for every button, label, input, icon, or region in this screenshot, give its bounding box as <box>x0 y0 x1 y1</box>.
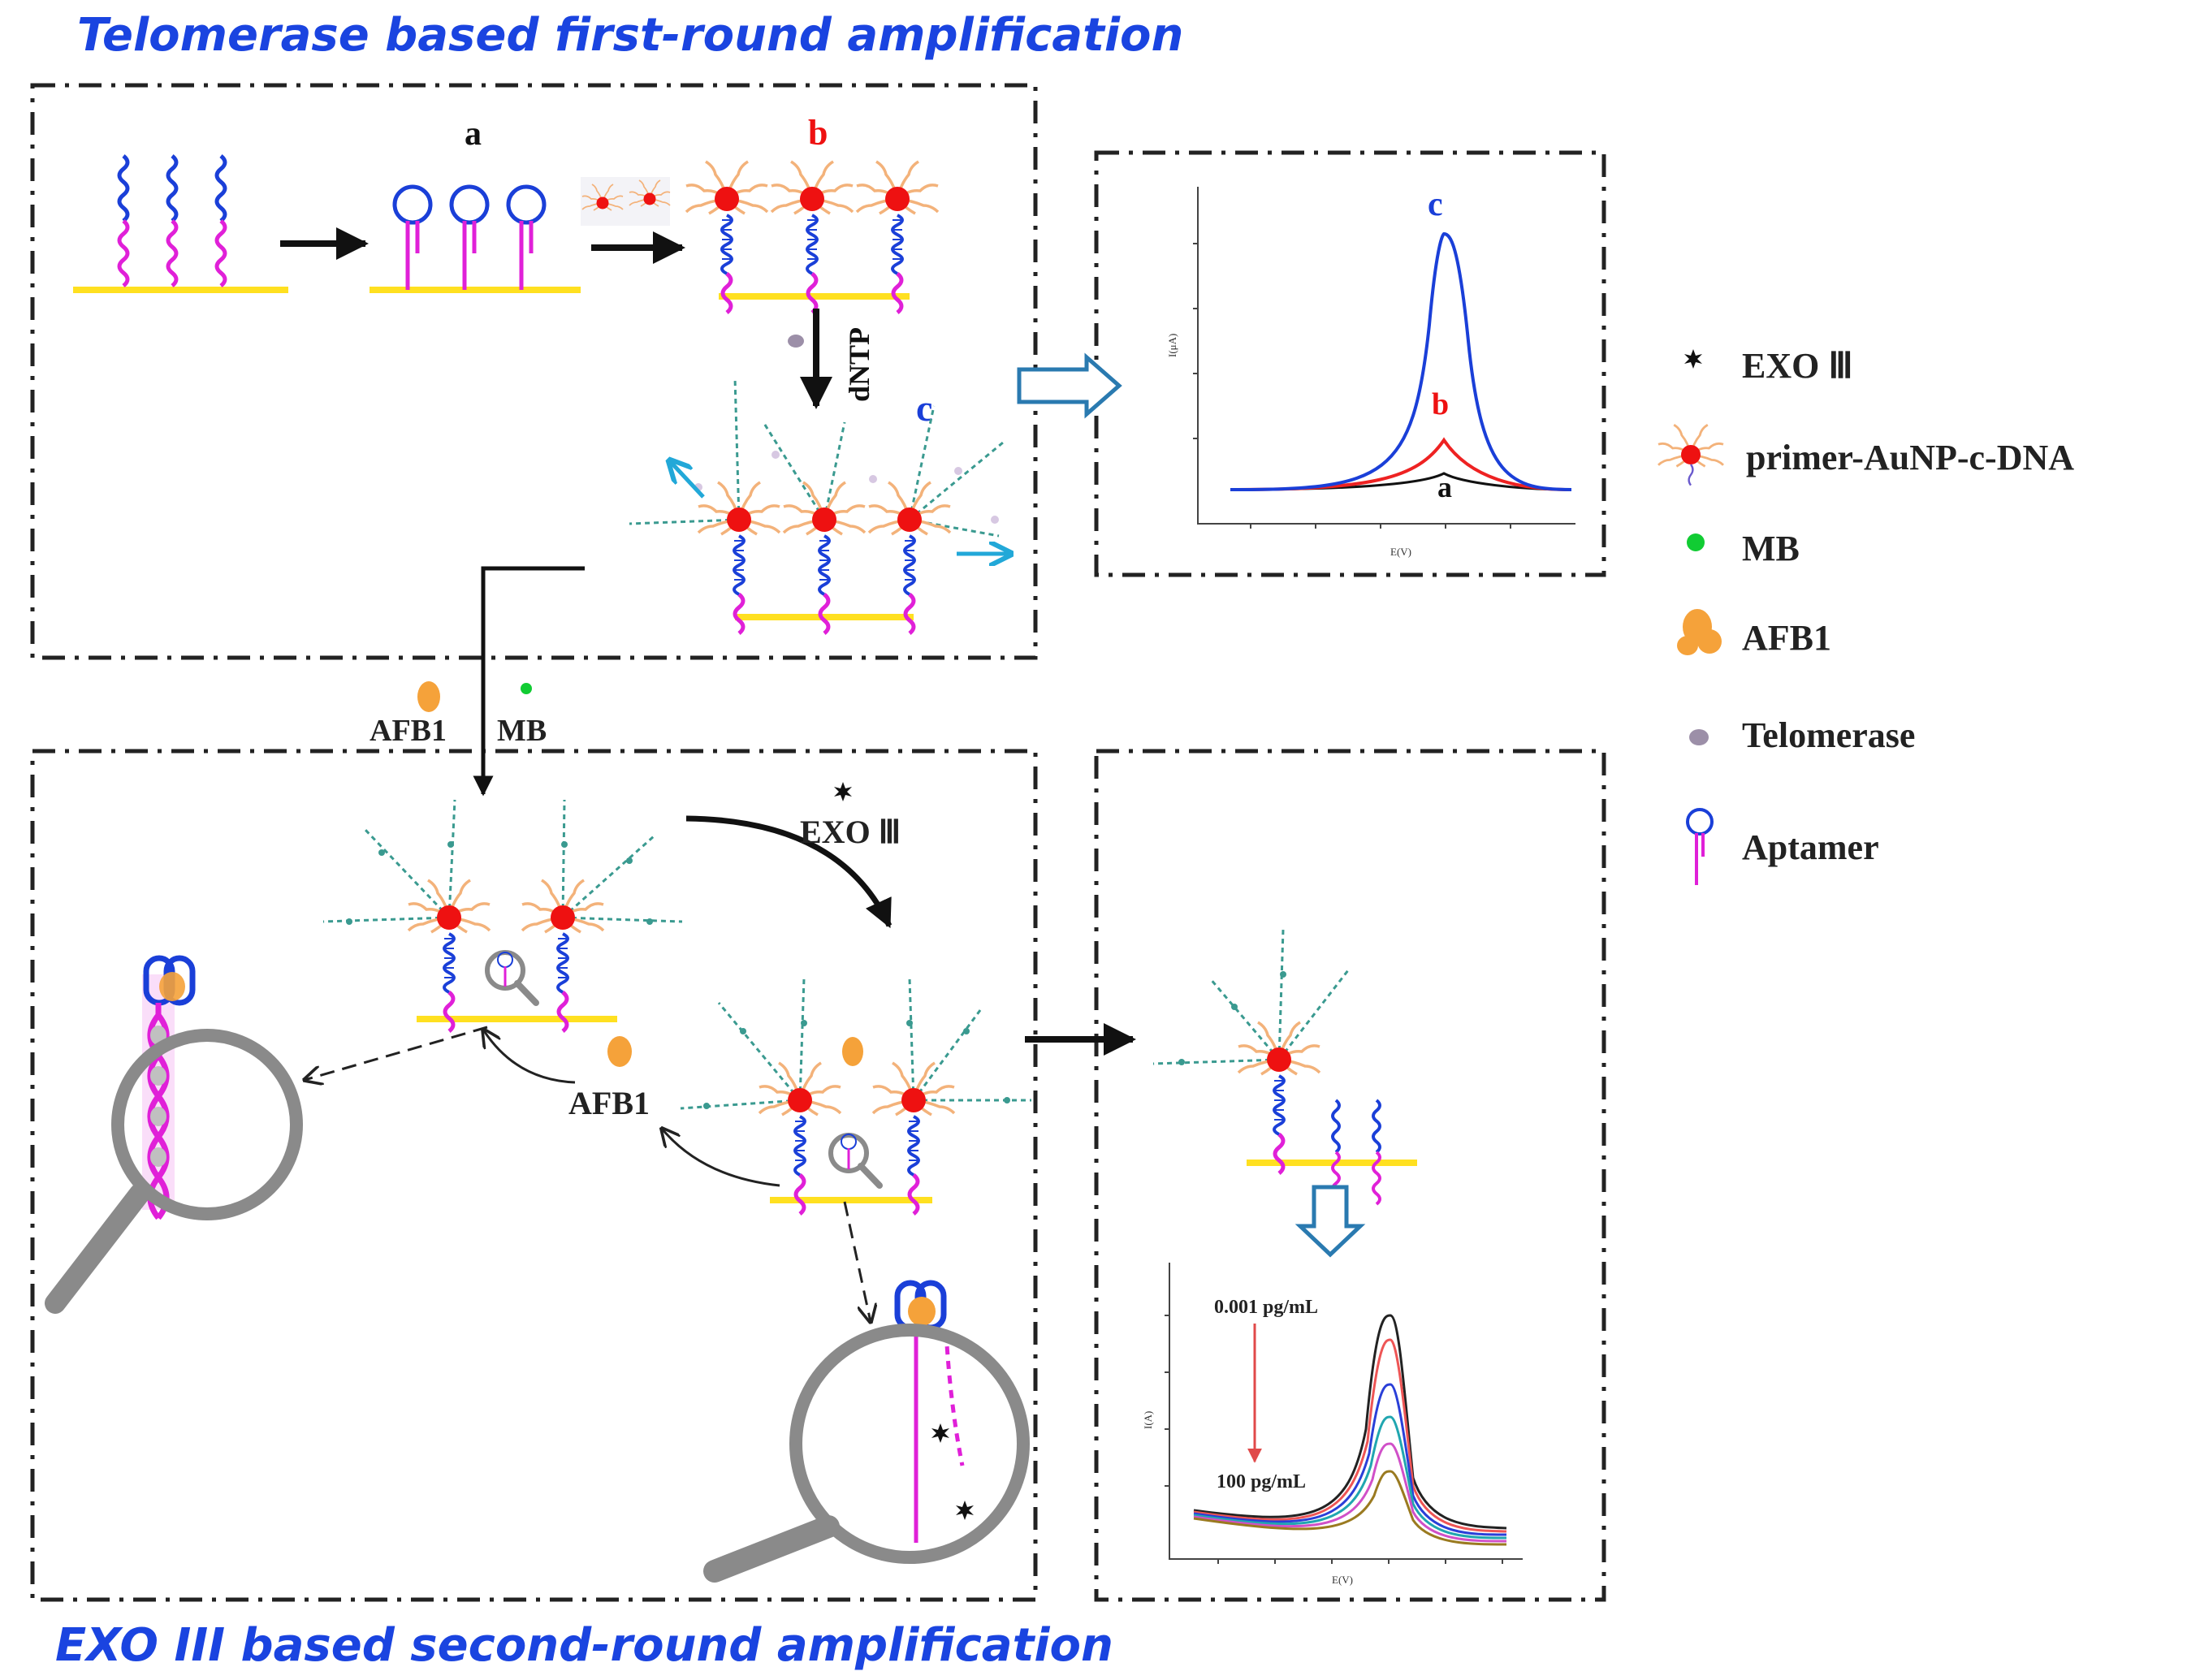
label-c: c <box>916 387 932 429</box>
exo-curved-arrow <box>685 815 893 929</box>
legend: EXO Ⅲ primer-AuNP-c-DNA MB AFB1 Telomera… <box>1657 346 2074 885</box>
afb1-icon-released <box>607 1036 632 1067</box>
frames <box>30 83 1606 1602</box>
mb-icon-small <box>521 683 532 694</box>
dashed-arrow-left <box>305 1026 488 1080</box>
exo-star-small <box>834 782 852 801</box>
mb-dot-icon <box>1687 533 1705 551</box>
plot1-curve-c <box>1230 231 1572 491</box>
magnifier-right <box>703 1280 1030 1583</box>
final-surface <box>1152 929 1417 1204</box>
hollow-arrow-down <box>1294 1185 1366 1258</box>
frame-plot1 <box>1094 150 1606 577</box>
legend-item-exo: EXO Ⅲ <box>1684 346 1853 386</box>
reagent-mb: MB <box>497 714 547 748</box>
telomerase-icon <box>1689 729 1709 745</box>
afb1-icon-small <box>417 681 440 712</box>
plot2-ticks <box>1165 1315 1503 1564</box>
surface-extended <box>629 377 1004 633</box>
np-insert <box>581 177 671 226</box>
top-title: Telomerase based first-round amplificati… <box>77 9 1183 62</box>
plot2: I(A) E(V) 0.001 pg/mL 100 pg/mL <box>1142 1263 1523 1586</box>
frame-stage2 <box>30 749 1038 1602</box>
plot1-xlabel: E(V) <box>1390 546 1411 558</box>
plot2-ylabel: I(A) <box>1142 1411 1154 1429</box>
plot1-ticks <box>1193 243 1511 529</box>
dntp-label: dNTP <box>843 327 875 402</box>
legend-label: primer-AuNP-c-DNA <box>1746 438 2074 477</box>
legend-label: Telomerase <box>1742 715 1915 755</box>
connector-arrow <box>473 566 585 797</box>
dashed-arrow-down <box>843 1201 871 1322</box>
plot2-curve-6 <box>1193 1470 1507 1546</box>
reagent-afb1-release: AFB1 <box>568 1085 650 1121</box>
stage2-left-assembly <box>322 799 683 1031</box>
plot1: I(μA) E(V) c b a <box>1166 186 1575 558</box>
plot2-curve-1 <box>1193 1314 1507 1530</box>
legend-item-afb1: AFB1 <box>1677 609 1831 658</box>
surface-strands <box>73 156 288 293</box>
afb1-release-arrow-bottom <box>662 1129 780 1187</box>
plot2-conc-low: 100 pg/mL <box>1217 1471 1306 1492</box>
telomerase-icon <box>788 335 804 348</box>
legend-label: AFB1 <box>1742 618 1831 658</box>
label-b: b <box>808 113 828 153</box>
plot2-curve-5 <box>1193 1442 1507 1543</box>
plot1-label-a: a <box>1437 471 1452 503</box>
primer-aunp-icon <box>1657 423 1725 486</box>
aptamer-icon <box>1686 808 1714 885</box>
exo-star-icon <box>1684 349 1702 369</box>
legend-item-mb: MB <box>1687 529 1800 568</box>
plot1-label-c: c <box>1428 186 1443 223</box>
surface-aptamers <box>370 187 581 293</box>
plot1-curve-b <box>1230 437 1572 491</box>
legend-label: Aptamer <box>1742 827 1879 867</box>
afb1-blob-icon <box>1677 609 1722 655</box>
plot2-conc-high: 0.001 pg/mL <box>1214 1297 1318 1318</box>
plot2-curve-2 <box>1193 1338 1507 1533</box>
plot2-xlabel: E(V) <box>1332 1574 1353 1586</box>
surface-np-bound <box>685 160 940 313</box>
legend-label: MB <box>1742 529 1800 568</box>
plot1-label-b: b <box>1432 387 1449 421</box>
plot2-curve-3 <box>1193 1383 1507 1536</box>
plot1-ylabel: I(μA) <box>1166 334 1178 357</box>
magnifier-left <box>45 955 303 1314</box>
hollow-arrow-right <box>1017 352 1122 419</box>
label-a: a <box>465 115 482 153</box>
arrow-cyan-left <box>669 460 705 499</box>
reagent-exo: EXO Ⅲ <box>800 814 901 850</box>
bottom-title: EXO III based second-round amplification <box>55 1619 1113 1672</box>
frame-plot2 <box>1094 749 1606 1602</box>
legend-item-aptamer: Aptamer <box>1686 808 1879 885</box>
legend-item-telomerase: Telomerase <box>1689 715 1915 755</box>
afb1-release-arrow-top <box>483 1030 576 1084</box>
reagent-afb1: AFB1 <box>370 714 447 748</box>
stage2-right-assembly <box>680 978 1031 1214</box>
legend-label: EXO Ⅲ <box>1742 346 1853 386</box>
plot2-curve-4 <box>1193 1415 1507 1540</box>
legend-item-primer-aunp: primer-AuNP-c-DNA <box>1657 423 2074 486</box>
